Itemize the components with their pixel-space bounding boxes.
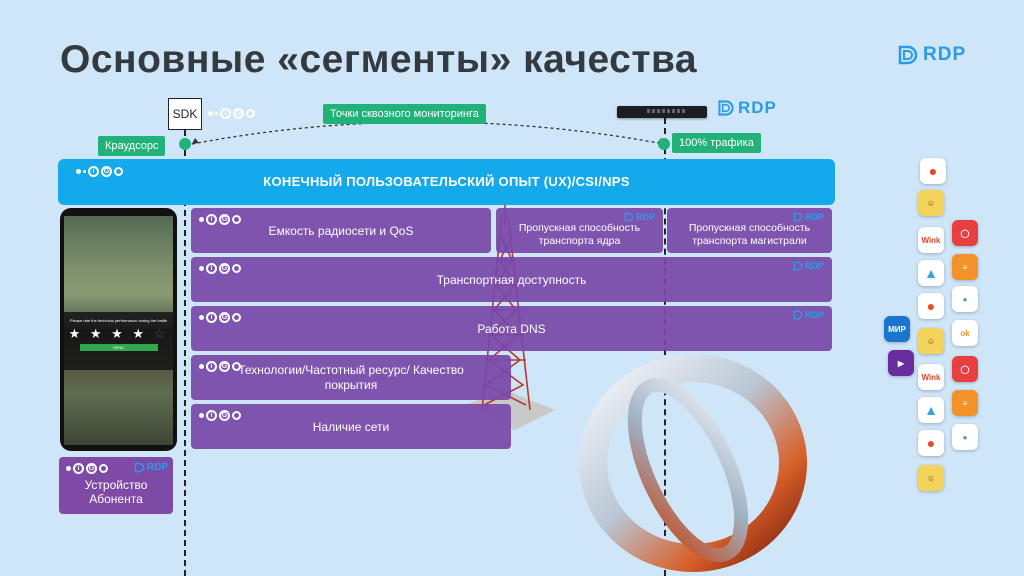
app-icon: ☺: [918, 190, 944, 216]
star-icon: ★ ★ ★ ★: [68, 326, 148, 341]
rdp-small-text: RDP: [804, 310, 824, 320]
segment-core-transport: RDP Пропускная способность транспорта яд…: [496, 208, 663, 253]
app-icon: ≡: [952, 390, 978, 416]
segment-tech-label: Технологии/Частотный ресурс/ Качество по…: [238, 363, 464, 392]
brand-logo: RDP: [897, 44, 966, 66]
game-screenshot: Please rate the technical performance du…: [64, 216, 173, 445]
app-icon: ≡: [952, 254, 978, 280]
rdp-small-text: RDP: [804, 261, 824, 271]
rdp-small-text: RDP: [635, 212, 655, 222]
app-icon: ☺: [918, 465, 944, 491]
segment-network-label: Наличие сети: [312, 420, 390, 434]
app-icon: ●: [920, 158, 946, 184]
app-icon: ●: [952, 424, 978, 450]
rdp-logo-icon: [718, 100, 734, 116]
app-icon: ●: [952, 286, 978, 312]
server-rdp-text: RDP: [738, 98, 777, 117]
rdp-logo-icon: RDP: [134, 462, 168, 473]
app-icon: ◯: [952, 220, 978, 246]
segment-dns-label: Работа DNS: [477, 322, 546, 336]
rdp-logo-icon: RDP: [624, 212, 655, 222]
crowdsource-label: Краудсорс: [98, 136, 166, 156]
device-label: Устройство Абонента: [59, 478, 173, 506]
rdp-logo-icon: RDP: [793, 212, 824, 222]
server-icon: [617, 106, 707, 118]
device-label-line1: Устройство: [84, 478, 148, 492]
traffic-point: [658, 138, 670, 150]
app-icon: ●: [918, 293, 944, 319]
app-icon: ☺: [918, 328, 944, 354]
brand-name: RDP: [923, 44, 967, 65]
rdp-logo-icon: [898, 45, 918, 65]
ux-bar-text: КОНЕЧНЫЙ ПОЛЬЗОВАТЕЛЬСКИЙ ОПЫТ (UX)/CSI/…: [263, 174, 630, 189]
server-rdp-logo: RDP: [717, 98, 777, 118]
star-icon: ☆: [153, 326, 169, 341]
segment-core-label: Пропускная способность транспорта ядра: [518, 222, 641, 247]
app-icon: ok: [952, 320, 978, 346]
rdp-logo-icon: RDP: [793, 310, 824, 320]
ring-3d-icon: [579, 354, 807, 572]
segment-radio-label: Емкость радиосети и QoS: [268, 224, 414, 238]
rating-panel: Please rate the technical performance du…: [64, 312, 173, 370]
app-icon: ●: [918, 430, 944, 456]
sdk-divider-line: [184, 130, 186, 576]
app-icon: ▲: [918, 397, 944, 423]
app-icon: ◯: [952, 356, 978, 382]
rating-prompt: Please rate the technical performance du…: [69, 318, 168, 323]
app-icon: ▶: [888, 350, 914, 376]
segment-backbone-label: Пропускная способность транспорта магист…: [688, 222, 811, 247]
segment-backbone-transport: RDP Пропускная способность транспорта ма…: [667, 208, 832, 253]
send-button[interactable]: SEND: [79, 344, 158, 351]
monitoring-points-label: Точки сквозного мониторинга: [323, 104, 486, 124]
phone-mockup: Please rate the technical performance du…: [60, 208, 177, 451]
app-icons-column: ● ☺ Wink ▲ ● МИР ☺ ▶ Wink ▲ ● ☺ ◯ ≡ ● ok…: [880, 150, 1024, 530]
segment-transport-label: Транспортная доступность: [436, 273, 587, 287]
app-icon: МИР: [884, 316, 910, 342]
app-icon: Wink: [918, 364, 944, 390]
sdk-box: SDK: [168, 98, 202, 130]
rdp-logo-icon: RDP: [793, 261, 824, 271]
rating-stars[interactable]: ★ ★ ★ ★ ☆: [64, 326, 173, 342]
app-icon: ▲: [918, 260, 944, 286]
traffic-label: 100% трафика: [672, 133, 761, 153]
page-title: Основные «сегменты» качества: [60, 38, 698, 81]
app-icon: Wink: [918, 227, 944, 253]
device-label-line2: Абонента: [89, 492, 143, 506]
rdp-small-text: RDP: [146, 462, 168, 473]
crowdsource-point: [179, 138, 191, 150]
rdp-small-text: RDP: [804, 212, 824, 222]
